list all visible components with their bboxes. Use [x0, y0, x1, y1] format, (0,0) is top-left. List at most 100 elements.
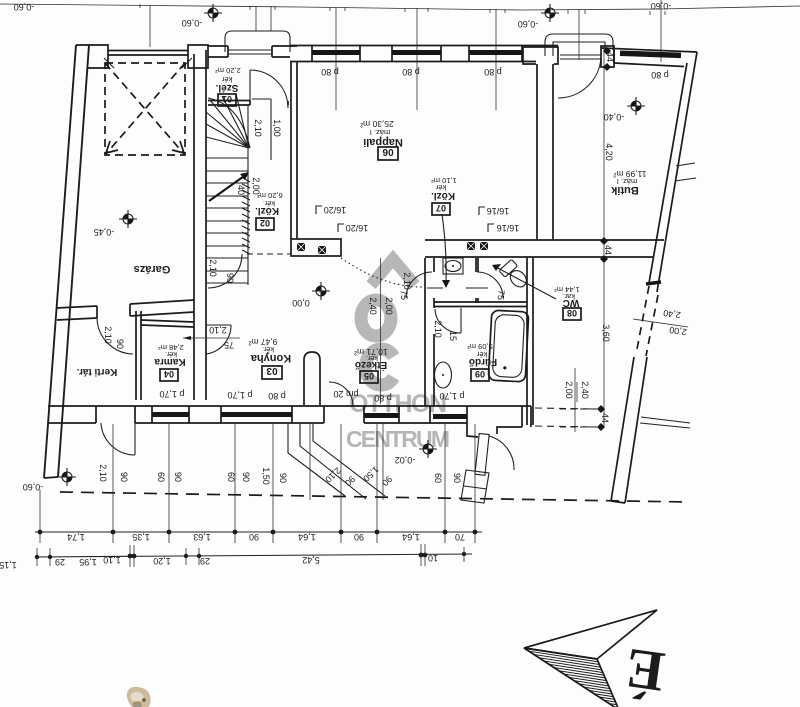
svg-text:Étkező: Étkező: [355, 359, 387, 372]
svg-text:2,40: 2,40: [580, 381, 590, 399]
svg-text:2,00: 2,00: [564, 381, 574, 399]
svg-text:11,99 m²: 11,99 m²: [613, 169, 646, 179]
svg-text:p 80: p 80: [321, 67, 339, 77]
svg-text:p 80: p 80: [268, 391, 286, 401]
svg-text:1,64: 1,64: [402, 532, 420, 542]
svg-text:44: 44: [600, 413, 610, 423]
svg-text:90: 90: [119, 472, 129, 482]
svg-text:kér.: kér.: [165, 350, 177, 359]
svg-text:-0,02: -0,02: [395, 455, 416, 465]
svg-text:09: 09: [475, 369, 485, 379]
svg-text:1,10: 1,10: [103, 555, 121, 565]
svg-text:-0,60: -0,60: [23, 482, 44, 492]
svg-text:Szél.: Szél.: [215, 82, 238, 93]
svg-text:pm 20: pm 20: [333, 389, 358, 399]
svg-text:10,71 m²: 10,71 m²: [354, 347, 388, 357]
svg-text:CENTRUM: CENTRUM: [346, 426, 450, 452]
svg-text:90: 90: [225, 273, 235, 283]
svg-text:Közl.: Közl.: [431, 190, 455, 201]
svg-text:Butik: Butik: [610, 184, 638, 196]
svg-text:p 1,70: p 1,70: [439, 391, 464, 401]
svg-text:29: 29: [200, 556, 210, 566]
svg-text:90: 90: [249, 532, 259, 542]
svg-text:p 1,70: p 1,70: [159, 389, 184, 399]
svg-text:Közl.: Közl.: [255, 205, 279, 216]
svg-text:kér: kér: [435, 183, 446, 192]
svg-text:9,47 m²: 9,47 m²: [248, 337, 277, 347]
svg-text:16/16: 16/16: [487, 206, 510, 216]
svg-text:90: 90: [173, 472, 183, 482]
svg-text:Nappali: Nappali: [363, 136, 403, 148]
svg-text:04: 04: [164, 369, 174, 379]
svg-text:kar.: kar.: [563, 292, 575, 301]
svg-text:2,00: 2,00: [251, 177, 261, 195]
svg-text:1,74: 1,74: [67, 532, 85, 542]
svg-text:16/20: 16/20: [324, 205, 347, 215]
svg-text:1,10 m²: 1,10 m²: [431, 176, 457, 185]
svg-text:44: 44: [605, 52, 615, 62]
svg-text:2,20 m²: 2,20 m²: [215, 66, 241, 75]
svg-text:-0,60: -0,60: [182, 18, 203, 28]
svg-text:2,10: 2,10: [433, 320, 443, 338]
svg-text:70: 70: [455, 532, 465, 542]
svg-text:1,20: 1,20: [153, 556, 171, 566]
svg-text:Kamra: Kamra: [154, 356, 186, 367]
svg-text:90: 90: [241, 472, 251, 482]
svg-text:p 80: p 80: [374, 393, 392, 403]
svg-text:2,10: 2,10: [98, 464, 108, 482]
svg-text:1,95: 1,95: [79, 557, 97, 567]
svg-text:60: 60: [433, 473, 443, 483]
svg-text:02: 02: [260, 218, 270, 228]
svg-text:06: 06: [382, 146, 394, 157]
svg-text:2,48 m²: 2,48 m²: [158, 343, 184, 352]
svg-text:2,40: 2,40: [368, 297, 378, 315]
svg-text:kér: kér: [476, 350, 487, 359]
svg-text:90: 90: [278, 473, 288, 483]
svg-text:0,00: 0,00: [292, 298, 310, 308]
svg-text:p 1,70: p 1,70: [227, 390, 252, 400]
svg-text:15: 15: [448, 331, 458, 341]
svg-text:-0,45: -0,45: [94, 227, 115, 237]
svg-text:1,15: 1,15: [0, 560, 17, 570]
svg-text:1,35: 1,35: [132, 532, 150, 542]
svg-text:60: 60: [226, 472, 236, 482]
svg-text:2,40: 2,40: [663, 308, 682, 320]
svg-text:05: 05: [364, 371, 374, 381]
svg-text:2,10: 2,10: [208, 259, 218, 277]
svg-text:-0,60: -0,60: [14, 2, 35, 12]
svg-text:É: É: [622, 636, 668, 704]
svg-text:-0,60: -0,60: [518, 19, 539, 29]
svg-text:1,50: 1,50: [261, 467, 271, 485]
svg-text:Fürdő: Fürdő: [469, 356, 497, 367]
svg-text:75: 75: [224, 340, 234, 350]
svg-text:ker.: ker.: [366, 354, 378, 363]
svg-text:1,64: 1,64: [298, 532, 316, 542]
svg-text:2,10: 2,10: [103, 326, 113, 344]
svg-text:1,63: 1,63: [193, 532, 211, 542]
svg-text:-0,60: -0,60: [651, 1, 672, 11]
svg-text:90: 90: [452, 473, 462, 483]
svg-text:4,20: 4,20: [604, 143, 614, 161]
svg-text:2,00: 2,00: [384, 297, 394, 315]
svg-text:2,10: 2,10: [209, 325, 227, 335]
svg-text:2,10: 2,10: [253, 119, 263, 137]
svg-text:40: 40: [236, 185, 246, 195]
svg-text:44: 44: [603, 245, 613, 255]
svg-text:máz. I: máz. I: [370, 128, 390, 137]
svg-text:p 80: p 80: [484, 67, 502, 77]
svg-text:2,00: 2,00: [669, 325, 688, 337]
svg-text:2,10: 2,10: [402, 272, 412, 290]
svg-text:6,20 m²: 6,20 m²: [257, 191, 283, 200]
svg-text:5,09 m²: 5,09 m²: [467, 342, 493, 351]
svg-text:kér.: kér.: [263, 199, 275, 208]
svg-text:Garázs: Garázs: [134, 263, 171, 275]
svg-text:p 80: p 80: [651, 70, 669, 80]
svg-text:16/16: 16/16: [497, 223, 520, 233]
svg-text:5,42: 5,42: [302, 555, 320, 565]
svg-text:07: 07: [436, 203, 446, 213]
svg-text:90: 90: [380, 474, 394, 488]
svg-text:01: 01: [222, 94, 232, 104]
svg-text:16/20: 16/20: [346, 223, 369, 233]
svg-text:90: 90: [354, 532, 364, 542]
svg-text:29: 29: [55, 557, 65, 567]
